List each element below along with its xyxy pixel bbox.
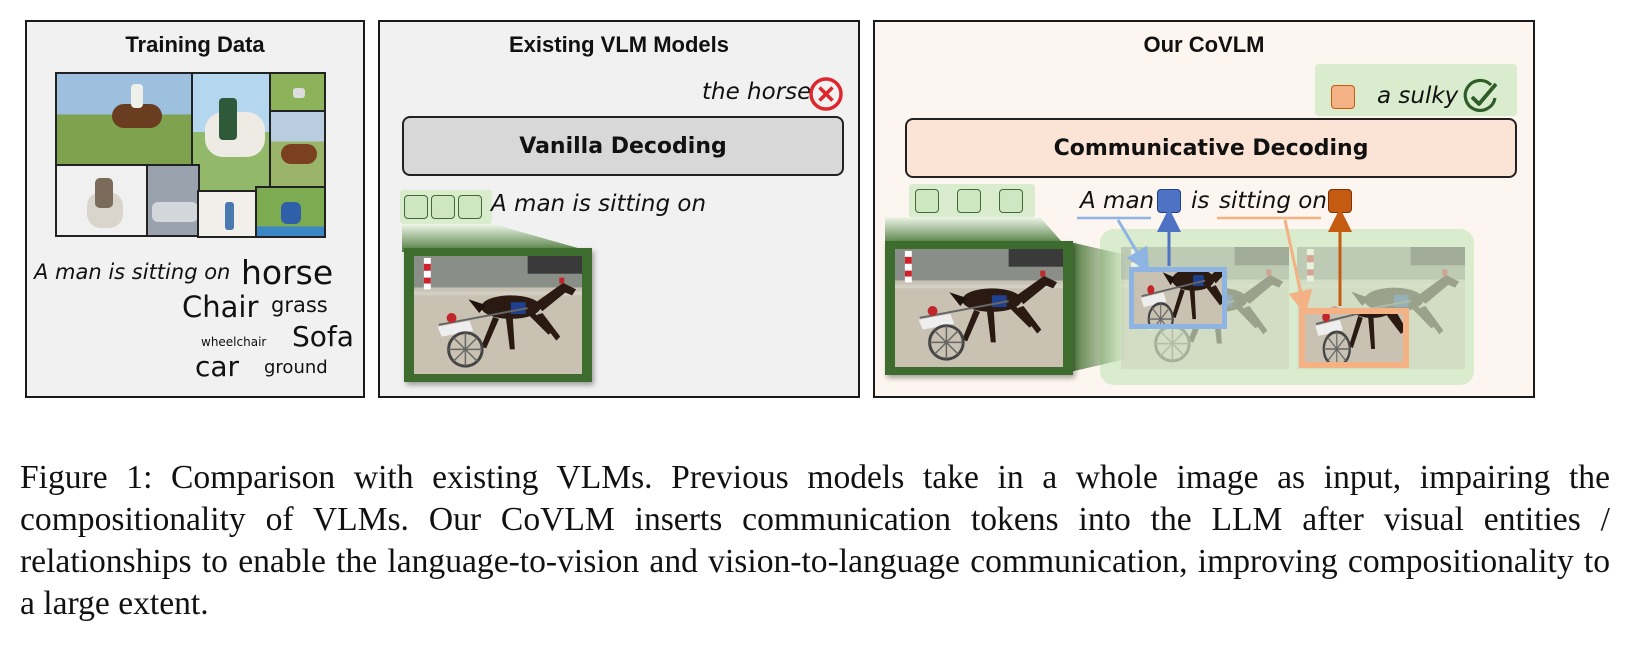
training-prompt: A man is sitting on (34, 260, 231, 284)
photo-man-in-chair (55, 164, 149, 237)
word-ground: ground (264, 357, 328, 378)
photo-person-on-grass (269, 72, 326, 112)
photo-person-on-ground (255, 186, 326, 238)
covlm-title: Our CoVLM (1143, 32, 1265, 57)
photo-rider-on-horse-field (55, 72, 193, 166)
output-peach-token (1331, 85, 1355, 109)
existing-output-text: the horse (702, 79, 812, 105)
word-chair: Chair (182, 290, 259, 324)
existing-vlm-title: Existing VLM Models (508, 32, 730, 57)
visual-token (458, 195, 482, 219)
communication-arrows (1077, 208, 1352, 315)
covlm-projection (885, 217, 1065, 245)
phrase-entity: A man (1080, 188, 1155, 214)
photo-man-by-car (146, 164, 200, 237)
photo-rider-brown-horse (269, 110, 326, 188)
training-data-panel: Training Data A man is sitting on (25, 20, 365, 398)
existing-prompt: A man is sitting on (491, 191, 707, 217)
visual-token (915, 189, 939, 213)
existing-input-image-frame (404, 248, 592, 382)
covlm-projection-tail (1070, 242, 1126, 372)
photo-man-on-stool (197, 190, 257, 238)
communicative-decoding-label: Communicative Decoding (1053, 135, 1369, 161)
vanilla-decoding-block: Vanilla Decoding (402, 116, 844, 176)
phrase-is: is (1191, 188, 1210, 214)
covlm-output-text: a sulky (1377, 83, 1459, 109)
photo-man-with-white-horse (191, 72, 271, 192)
word-wheelchair: wheelchair (201, 335, 267, 349)
covlm-input-image-frame (885, 241, 1073, 375)
x-circle-icon (809, 77, 843, 111)
training-data-title: Training Data (125, 32, 265, 57)
visual-token (957, 189, 981, 213)
relation-crop-box (1299, 308, 1409, 368)
communicative-decoding-block: Communicative Decoding (905, 118, 1517, 178)
entity-crop-box (1129, 267, 1227, 329)
word-car: car (195, 350, 240, 383)
visual-token (404, 195, 428, 219)
existing-input-image (414, 256, 582, 374)
word-grass: grass (271, 293, 328, 317)
visual-token (431, 195, 455, 219)
check-circle-icon (1463, 78, 1498, 112)
existing-vlm-panel: Existing VLM Models the horse Vanilla De… (378, 20, 860, 398)
entity-to-crop-arrow (1116, 219, 1150, 273)
vanilla-decoding-label: Vanilla Decoding (519, 133, 727, 159)
phrase-relation: sitting on (1219, 188, 1327, 214)
word-sofa: Sofa (292, 320, 354, 353)
word-horse: horse (241, 253, 334, 292)
figure-caption: Figure 1: Comparison with existing VLMs.… (20, 459, 1610, 622)
covlm-panel: Our CoVLM a sulky Communicative Decoding… (873, 20, 1535, 398)
visual-token (999, 189, 1023, 213)
relation-to-crop-arrow (1283, 219, 1313, 315)
